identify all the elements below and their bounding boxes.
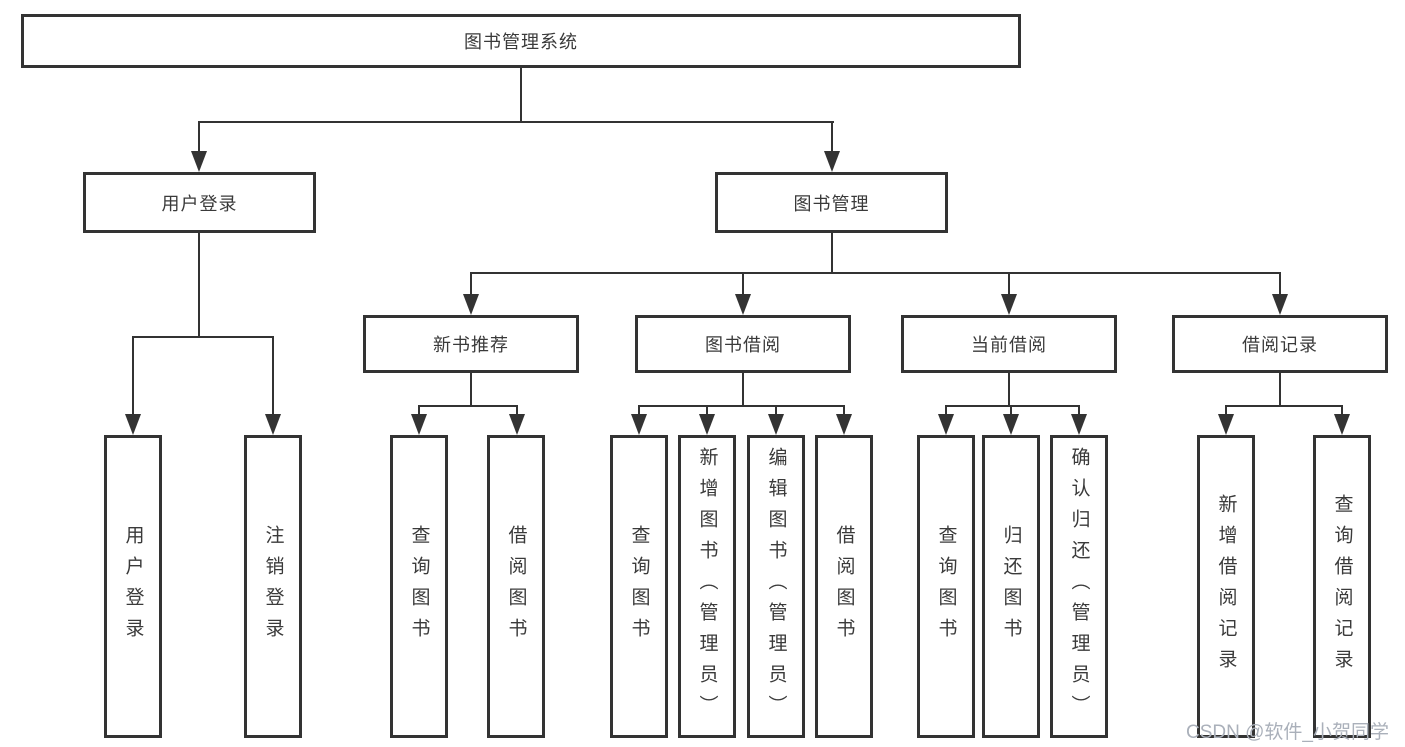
leaf-label: 新增图书（管理员） [696, 447, 718, 726]
connector-bookmgmt-rail [470, 272, 1281, 274]
connector-records-rail [1225, 405, 1343, 407]
leaf-current-return-books: 归还图书 [982, 435, 1040, 738]
connector-drop-leaf-logout [272, 336, 274, 416]
leaf-logout-login: 注销登录 [244, 435, 302, 738]
connector-current-rail [945, 405, 1080, 407]
leaf-label: 查询借阅记录 [1331, 493, 1353, 680]
leaf-label: 用户登录 [122, 524, 144, 649]
arrowhead-user-login [191, 151, 207, 172]
arrowhead-bb-add [699, 414, 715, 435]
connector-drop-book-management [831, 121, 833, 155]
node-label: 用户登录 [161, 193, 238, 214]
node-label: 当前借阅 [971, 335, 1047, 355]
arrowhead-rec-query [1334, 414, 1350, 435]
arrowhead-new-book [463, 294, 479, 315]
node-library-management-system: 图书管理系统 [21, 14, 1021, 68]
arrowhead-leaf-login [125, 414, 141, 435]
node-label: 图书管理系统 [464, 32, 578, 52]
leaf-label: 借阅图书 [833, 524, 855, 649]
node-label: 借阅记录 [1242, 335, 1318, 355]
connector-newbook-rail [418, 405, 518, 407]
node-new-book-recommend: 新书推荐 [363, 315, 579, 373]
connector-drop-rec-add [1225, 405, 1227, 417]
connector-newbook-stem [470, 373, 472, 407]
leaf-label: 借阅图书 [505, 524, 527, 649]
connector-drop-rec-query [1341, 405, 1343, 417]
connector-borrow-rail [638, 405, 845, 407]
leaf-label: 确认归还（管理员） [1068, 447, 1090, 726]
connector-drop-bb-borrow [843, 405, 845, 417]
leaf-label: 编辑图书（管理员） [765, 447, 787, 726]
connector-drop-nb-query [418, 405, 420, 417]
node-current-borrow: 当前借阅 [901, 315, 1117, 373]
arrowhead-cb-query [938, 414, 954, 435]
leaf-newbook-query-books: 查询图书 [390, 435, 448, 738]
node-user-login: 用户登录 [83, 172, 316, 233]
arrowhead-bb-edit [768, 414, 784, 435]
leaf-borrow-add-books-admin: 新增图书（管理员） [678, 435, 736, 738]
node-borrow-records: 借阅记录 [1172, 315, 1388, 373]
leaf-records-query-record: 查询借阅记录 [1313, 435, 1371, 738]
leaf-current-query-books: 查询图书 [917, 435, 975, 738]
node-label: 图书管理 [793, 193, 870, 214]
leaf-label: 查询图书 [628, 524, 650, 649]
leaf-borrow-edit-books-admin: 编辑图书（管理员） [747, 435, 805, 738]
connector-root-stem [520, 68, 522, 123]
arrowhead-cb-return [1003, 414, 1019, 435]
arrowhead-cb-confirm [1071, 414, 1087, 435]
arrowhead-borrow-records [1272, 294, 1288, 315]
connector-drop-cb-return [1010, 405, 1012, 417]
leaf-borrow-borrow-books: 借阅图书 [815, 435, 873, 738]
leaf-label: 新增借阅记录 [1215, 493, 1237, 680]
connector-drop-new-book [470, 272, 472, 297]
connector-userlogin-rail [132, 336, 274, 338]
connector-records-stem [1279, 373, 1281, 407]
arrowhead-book-management [824, 151, 840, 172]
leaf-current-confirm-return-admin: 确认归还（管理员） [1050, 435, 1108, 738]
connector-bookmgmt-stem [831, 233, 833, 274]
connector-drop-user-login [198, 121, 200, 155]
node-label: 图书借阅 [705, 335, 781, 355]
node-book-management: 图书管理 [715, 172, 948, 233]
arrowhead-bb-query [631, 414, 647, 435]
connector-drop-cb-confirm [1078, 405, 1080, 417]
csdn-watermark: CSDN @软件_小贺同学 [1186, 722, 1389, 743]
connector-drop-leaf-login [132, 336, 134, 416]
leaf-borrow-query-books: 查询图书 [610, 435, 668, 738]
connector-borrow-stem [742, 373, 744, 407]
connector-drop-bb-query [638, 405, 640, 417]
connector-drop-bb-edit [775, 405, 777, 417]
arrowhead-bb-borrow [836, 414, 852, 435]
leaf-user-login: 用户登录 [104, 435, 162, 738]
node-label: 新书推荐 [433, 335, 509, 355]
connector-drop-nb-borrow [516, 405, 518, 417]
leaf-records-add-record: 新增借阅记录 [1197, 435, 1255, 738]
leaf-label: 归还图书 [1000, 524, 1022, 649]
arrowhead-leaf-logout [265, 414, 281, 435]
connector-drop-book-borrow [742, 272, 744, 297]
connector-drop-borrow-records [1279, 272, 1281, 297]
connector-drop-bb-add [706, 405, 708, 417]
connector-root-rail [198, 121, 834, 123]
connector-drop-current-borrow [1008, 272, 1010, 297]
node-book-borrow: 图书借阅 [635, 315, 851, 373]
arrowhead-book-borrow [735, 294, 751, 315]
connector-userlogin-stem [198, 233, 200, 338]
arrowhead-nb-query [411, 414, 427, 435]
connector-drop-cb-query [945, 405, 947, 417]
connector-current-stem [1008, 373, 1010, 407]
arrowhead-nb-borrow [509, 414, 525, 435]
leaf-label: 查询图书 [935, 524, 957, 649]
leaf-label: 注销登录 [262, 524, 284, 649]
leaf-newbook-borrow-books: 借阅图书 [487, 435, 545, 738]
arrowhead-rec-add [1218, 414, 1234, 435]
leaf-label: 查询图书 [408, 524, 430, 649]
arrowhead-current-borrow [1001, 294, 1017, 315]
